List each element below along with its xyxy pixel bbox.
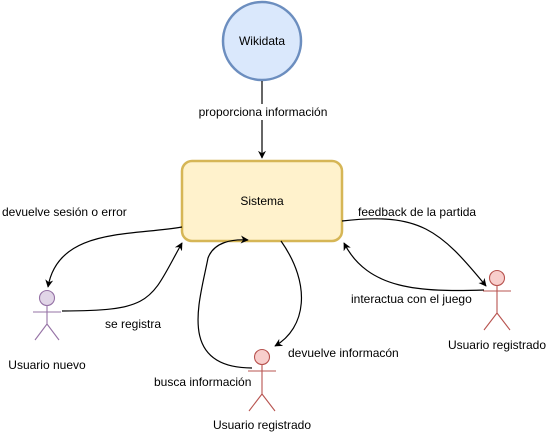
- actor-head: [38, 289, 56, 307]
- edge-nuevo-to-sistema: [61, 242, 183, 312]
- edge-label-bg: [196, 104, 330, 120]
- actor-usuario-registrado-right[interactable]: Usuario registrado: [448, 269, 546, 353]
- actor-label-usuario-registrado: Usuario registrado: [213, 418, 311, 432]
- edge-label-se-registra: se registra: [105, 317, 161, 331]
- edge-label-interactua: interactua con el juego: [351, 292, 472, 306]
- actor-body: [33, 305, 61, 341]
- edge-label-busca-informacion: busca información: [154, 375, 251, 389]
- edge-sistema-to-right: [341, 218, 487, 287]
- actor-body: [248, 364, 276, 412]
- edge-sistema-to-nuevo: [45, 226, 183, 288]
- actor-usuario-nuevo[interactable]: Usuario nuevo: [8, 289, 86, 373]
- wikidata-circle: [221, 0, 303, 82]
- edge-sistema-to-bottom: [274, 240, 302, 347]
- edge-label-feedback: feedback de la partida: [358, 205, 476, 219]
- actor-label-usuario-registrado: Usuario registrado: [448, 338, 546, 352]
- sistema-box: [180, 159, 344, 243]
- wikidata-node[interactable]: Wikidata: [221, 0, 303, 82]
- actor-body: [483, 285, 511, 331]
- actor-label-usuario-nuevo: Usuario nuevo: [8, 358, 86, 372]
- actor-head: [253, 348, 271, 366]
- sistema-node[interactable]: Sistema: [180, 159, 344, 243]
- edge-label-devuelve-sesion: devuelve sesión o error: [2, 205, 127, 219]
- sistema-label: Sistema: [240, 194, 284, 208]
- actor-usuario-registrado-bottom[interactable]: Usuario registrado: [213, 348, 311, 433]
- actor-head: [488, 269, 506, 287]
- edge-label-devuelve-informacion: devuelve informacón: [288, 346, 399, 360]
- wikidata-label: Wikidata: [239, 34, 285, 48]
- edge-right-to-sistema: [343, 242, 485, 292]
- edge-bottom-to-sistema: [197, 235, 253, 369]
- edge-label-proporciona: proporciona información: [199, 105, 328, 119]
